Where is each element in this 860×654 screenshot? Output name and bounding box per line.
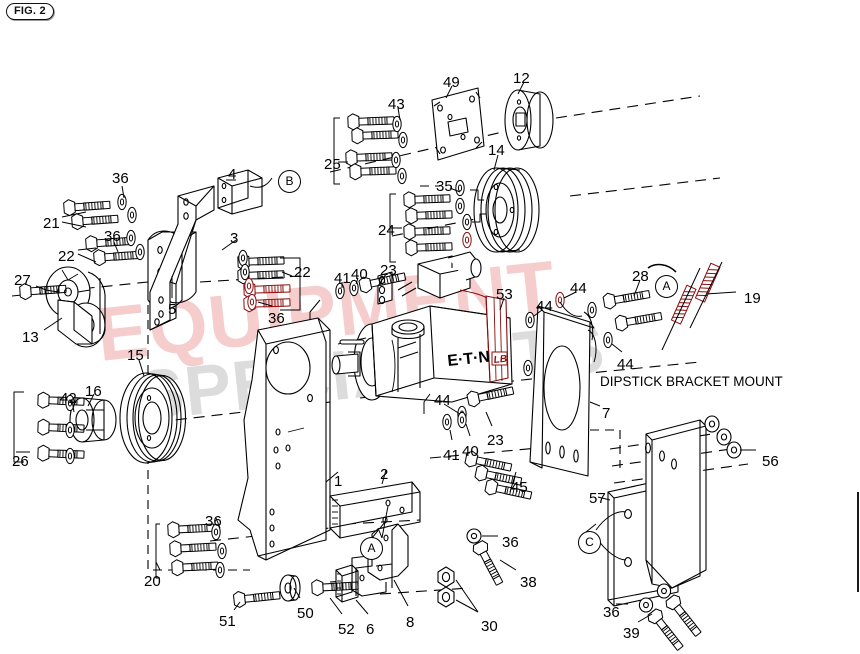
label-19: 19 xyxy=(744,290,761,307)
label-1: 1 xyxy=(334,473,343,490)
label-36-bracket: 36 xyxy=(268,310,285,327)
label-7: 7 xyxy=(602,405,611,422)
label-36-mid-bot: 36 xyxy=(205,513,222,530)
label-45: 45 xyxy=(511,479,528,496)
right-edge-rule xyxy=(857,492,859,592)
label-56: 56 xyxy=(762,453,779,470)
label-39: 39 xyxy=(623,625,640,642)
label-20: 20 xyxy=(144,573,161,590)
callout-circle-b: B xyxy=(278,170,301,193)
label-40-bot: 40 xyxy=(462,443,479,460)
label-44-d: 44 xyxy=(434,392,451,409)
label-5: 5 xyxy=(168,301,177,318)
label-51: 51 xyxy=(219,613,236,630)
label-12: 12 xyxy=(513,70,530,87)
label-44-b: 44 xyxy=(570,280,587,297)
label-2: 2 xyxy=(380,466,389,483)
label-22-right: 22 xyxy=(294,264,311,281)
label-8: 8 xyxy=(406,614,415,631)
label-44-a: 44 xyxy=(536,298,553,315)
label-36-mid-left: 36 xyxy=(104,228,121,245)
label-23-top: 23 xyxy=(380,262,397,279)
label-53: 53 xyxy=(496,286,513,303)
label-38: 38 xyxy=(520,574,537,591)
label-57: 57 xyxy=(589,490,606,507)
label-16: 16 xyxy=(85,383,102,400)
label-6: 6 xyxy=(366,621,375,638)
label-13: 13 xyxy=(22,329,39,346)
label-44-c: 44 xyxy=(617,356,634,373)
label-4: 4 xyxy=(228,166,237,183)
label-26: 26 xyxy=(12,453,29,470)
label-35: 35 xyxy=(436,178,453,195)
label-30: 30 xyxy=(481,618,498,635)
label-50: 50 xyxy=(297,605,314,622)
label-41-bot: 41 xyxy=(443,447,460,464)
label-42: 42 xyxy=(60,390,77,407)
label-3: 3 xyxy=(230,230,239,247)
label-24: 24 xyxy=(378,222,395,239)
label-40-top: 40 xyxy=(351,266,368,283)
label-49: 49 xyxy=(443,74,460,91)
label-25: 25 xyxy=(324,156,341,173)
callout-circle-a-bottom: A xyxy=(360,537,383,560)
label-27: 27 xyxy=(14,272,31,289)
label-36-c: 36 xyxy=(603,604,620,621)
label-22-left: 22 xyxy=(58,248,75,265)
pump-lb-mark: LB xyxy=(493,354,507,366)
label-36-right-bot: 36 xyxy=(502,534,519,551)
callout-circle-a-right: A xyxy=(655,275,678,298)
note-dipstick-bracket-mount: DIPSTICK BRACKET MOUNT xyxy=(600,374,783,389)
label-52: 52 xyxy=(338,621,355,638)
label-28: 28 xyxy=(632,268,649,285)
callout-circle-c: C xyxy=(578,531,601,554)
label-43: 43 xyxy=(388,96,405,113)
label-36-top-left: 36 xyxy=(112,170,129,187)
label-15: 15 xyxy=(127,347,144,364)
label-21: 21 xyxy=(43,215,60,232)
label-41-top: 41 xyxy=(334,270,351,287)
figure-tag: FIG. 2 xyxy=(6,3,54,20)
label-23-bot: 23 xyxy=(487,432,504,449)
pump-brand-logo: E·T·N xyxy=(447,349,491,370)
label-14: 14 xyxy=(488,142,505,159)
